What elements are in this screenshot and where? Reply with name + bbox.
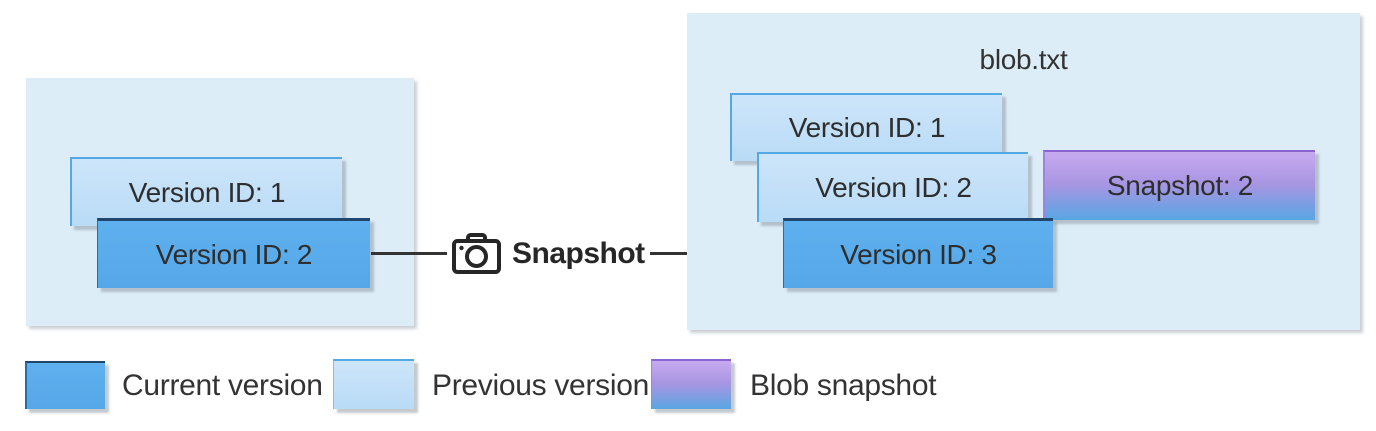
left-version-1-box: Version ID: 1 [70, 157, 342, 226]
snapshot-action-label: Snapshot [512, 237, 645, 270]
right-blob-container: blob.txt Version ID: 1 Version ID: 2 Sna… [687, 13, 1360, 330]
snapshot-2-box: Snapshot: 2 [1043, 150, 1315, 220]
right-blob-title: blob.txt [979, 44, 1068, 75]
left-version-1-label: Version ID: 1 [128, 176, 286, 208]
legend-swatch-current-version [25, 361, 105, 409]
right-version-3-box: Version ID: 3 [783, 218, 1053, 288]
legend-swatch-previous-version [333, 359, 414, 409]
legend-label-current-version: Current version [122, 369, 323, 402]
legend-swatch-blob-snapshot [651, 359, 731, 409]
right-version-3-label: Version ID: 3 [840, 238, 997, 270]
left-blob-container: blob.txt Version ID: 1 Version ID: 2 [26, 78, 414, 326]
snapshot-2-label: Snapshot: 2 [1106, 170, 1254, 201]
left-version-2-label: Version ID: 2 [155, 238, 313, 270]
right-version-1-label: Version ID: 1 [788, 112, 946, 143]
right-version-2-box: Version ID: 2 [757, 152, 1028, 222]
right-version-1-box: Version ID: 1 [730, 93, 1002, 161]
left-version-2-box: Version ID: 2 [97, 218, 370, 288]
legend-label-blob-snapshot: Blob snapshot [750, 369, 937, 402]
right-version-2-label: Version ID: 2 [815, 172, 972, 203]
legend-label-previous-version: Previous version [432, 369, 649, 402]
camera-icon [451, 232, 503, 281]
connector-line-left [371, 252, 447, 255]
